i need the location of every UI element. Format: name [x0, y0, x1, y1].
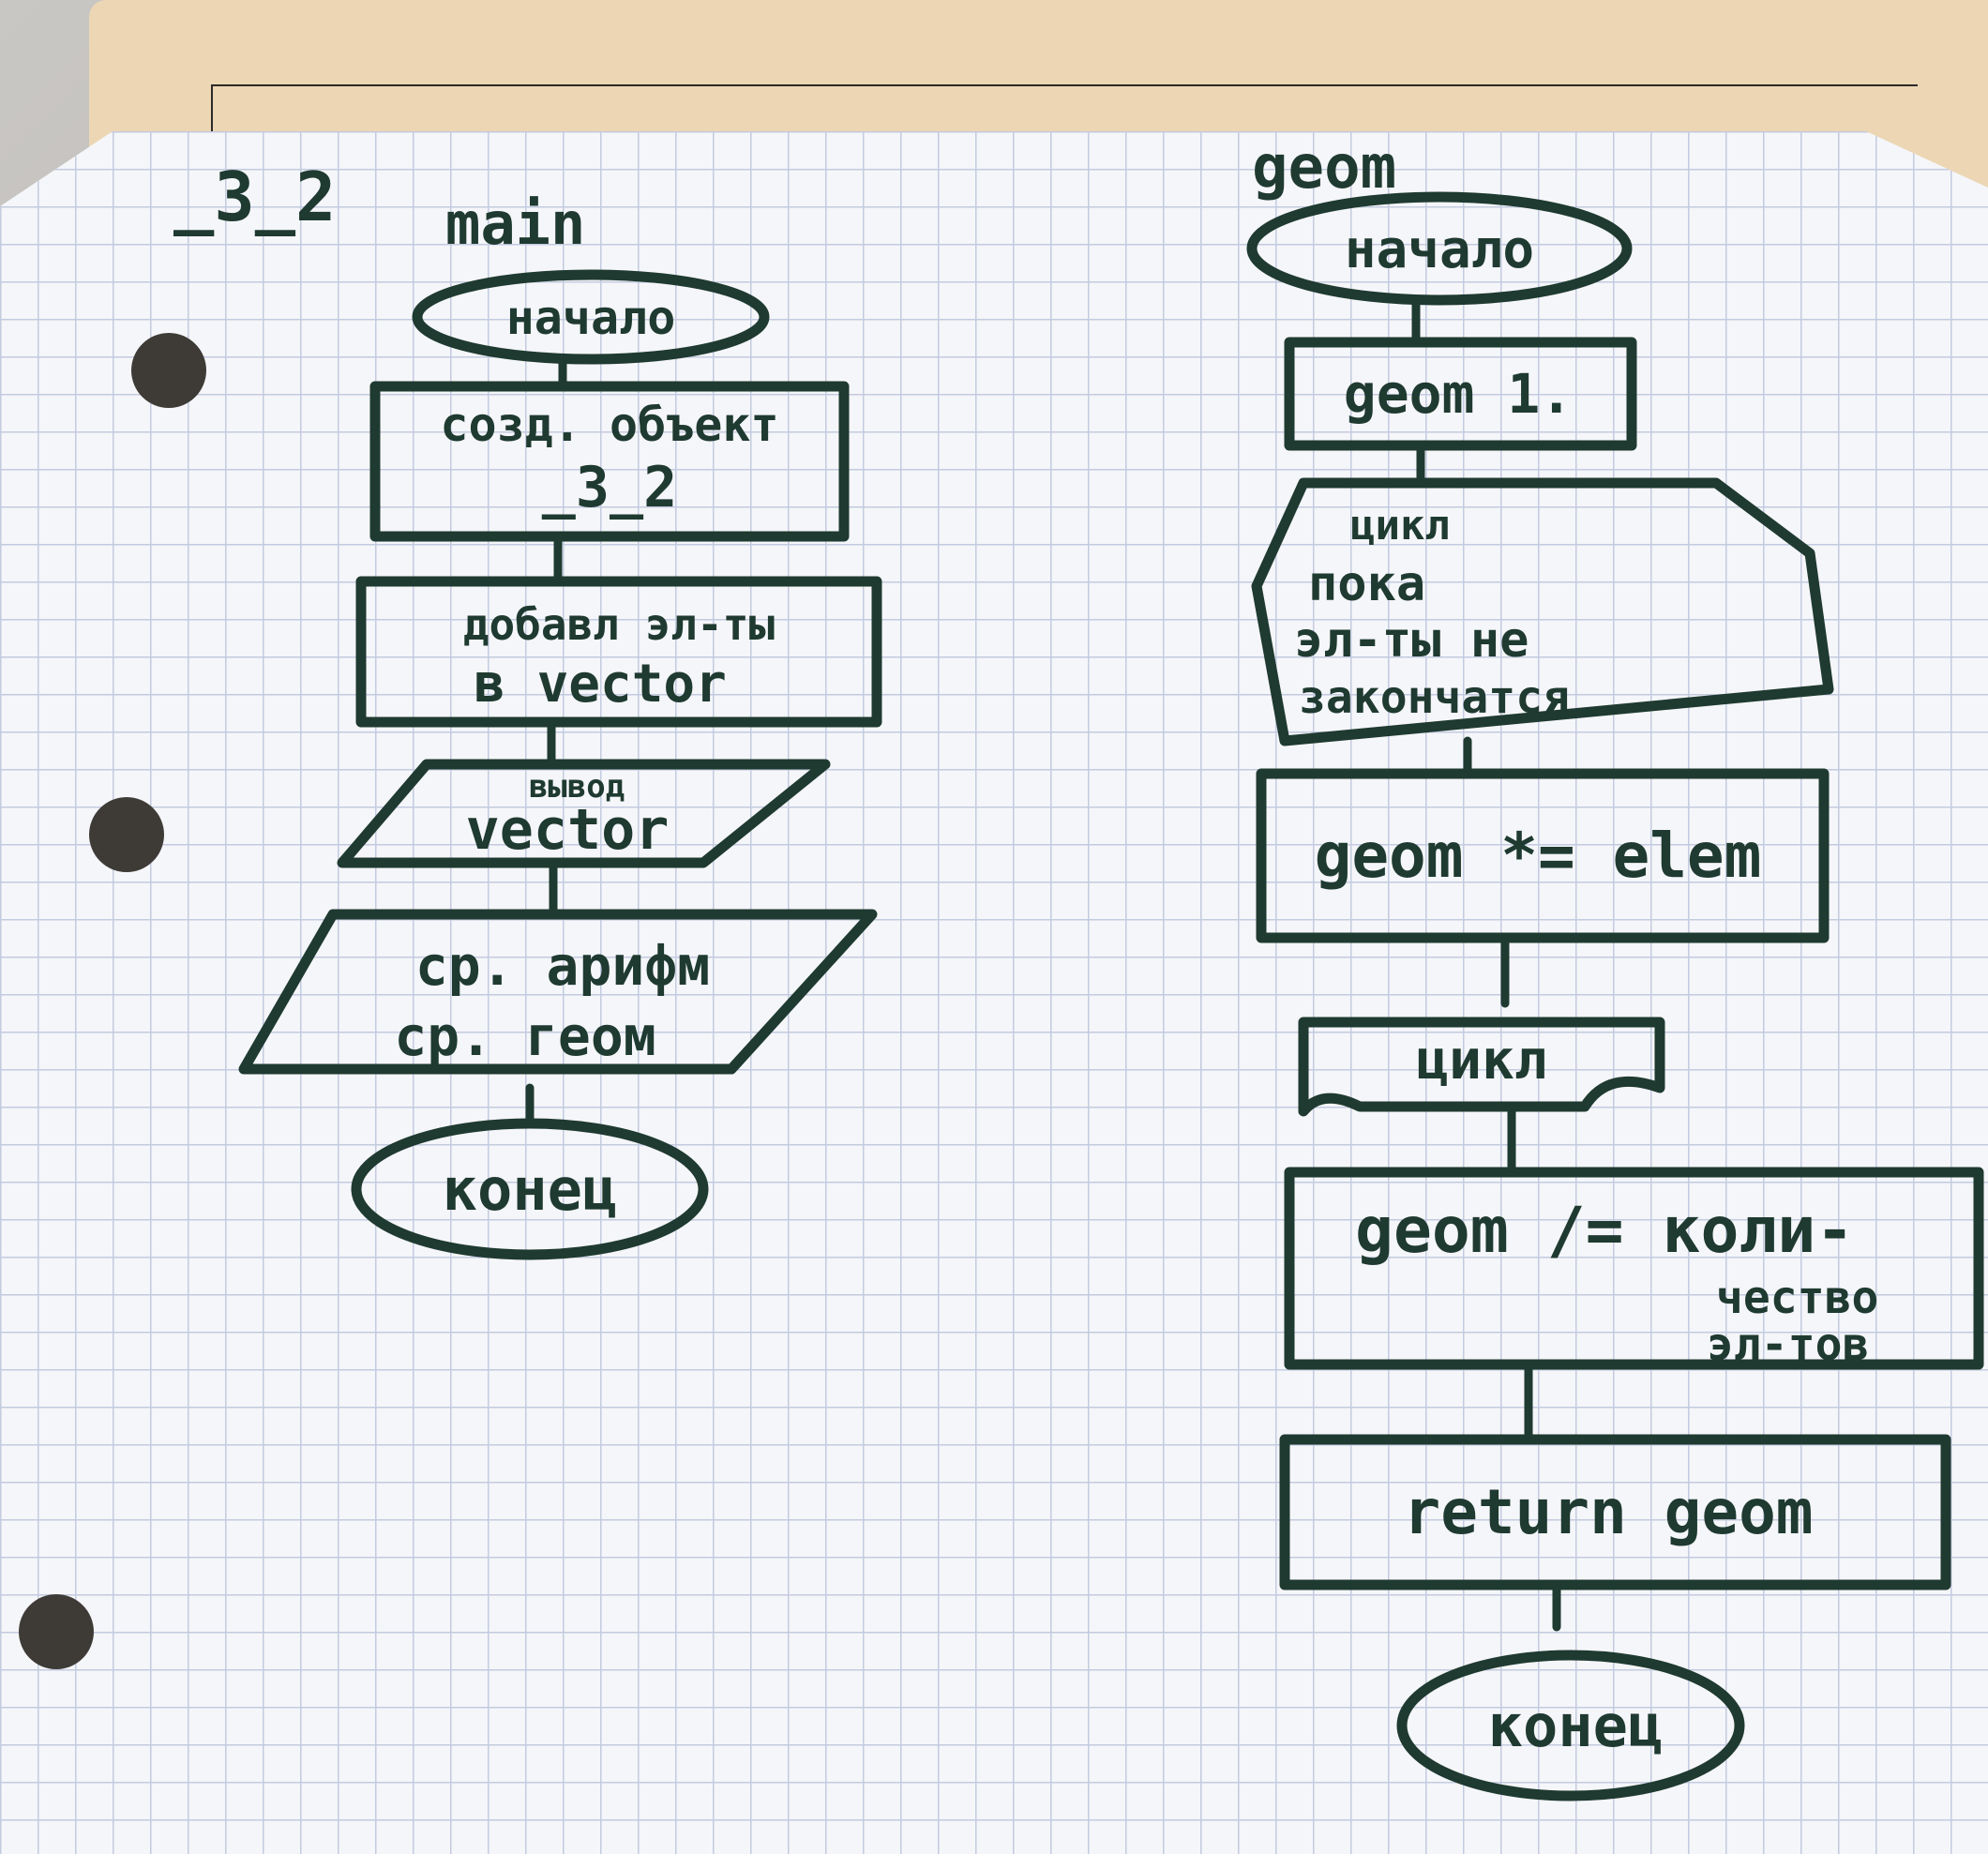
main-title: main — [445, 189, 585, 258]
main-add-line-2: в vector — [474, 654, 727, 715]
binder-hole-bottom — [19, 1594, 94, 1669]
main-output-vector-io — [337, 759, 831, 868]
geom-multiply-process — [1256, 768, 1830, 943]
geom-loop-start-line-3: эл-ты не — [1294, 612, 1529, 669]
geom-divide-process — [1284, 1167, 1984, 1370]
geom-loop-start-line-2: пока — [1308, 556, 1425, 612]
folder-frame-line-vertical — [211, 84, 213, 159]
geom-return-process — [1279, 1434, 1951, 1590]
geom-end-terminator — [1396, 1650, 1745, 1801]
binder-hole-middle — [89, 797, 164, 872]
geom-loop-start-line-1: цикл — [1350, 502, 1450, 550]
geom-return-label: return geom — [1403, 1476, 1813, 1548]
geom-divide-line-3: эл-тов — [1707, 1319, 1869, 1371]
grid-paper — [0, 131, 1988, 1854]
geom-init-process — [1284, 337, 1637, 451]
geom-title: geom — [1252, 133, 1396, 203]
main-output-means-line-2: ср. геом — [394, 1004, 655, 1068]
main-output-vector-line-2: vector — [466, 797, 670, 863]
geom-init-label: geom 1. — [1344, 362, 1573, 426]
geom-loop-end — [1298, 1017, 1665, 1117]
main-create-line-2: _3_2 — [542, 455, 678, 520]
geom-loop-start-line-4: закончатся — [1299, 671, 1570, 724]
main-output-means-io — [238, 909, 878, 1075]
binder-hole-top — [131, 333, 206, 408]
main-start-label: начало — [506, 291, 676, 345]
main-output-means-line-1: ср. арифм — [415, 934, 710, 998]
geom-end-label: конец — [1488, 1692, 1664, 1760]
main-create-line-1: созд. объект — [440, 398, 778, 452]
geom-loop-end-label: цикл — [1416, 1028, 1547, 1092]
geom-multiply-label: geom *= elem — [1315, 820, 1762, 892]
main-end-label: конец — [443, 1155, 618, 1224]
main-create-process — [369, 381, 850, 542]
page-title: _3_2 — [173, 158, 336, 236]
main-add-process — [355, 576, 882, 728]
folder-frame-line — [211, 84, 1918, 86]
geom-loop-start — [1251, 477, 1834, 746]
geom-start-terminator — [1246, 191, 1633, 306]
main-start-terminator — [412, 269, 770, 365]
main-end-terminator — [351, 1118, 709, 1260]
geom-start-label: начало — [1345, 219, 1534, 280]
main-output-vector-line-1: вывод — [529, 768, 625, 806]
geom-divide-line-1: geom /= коли- — [1355, 1194, 1854, 1268]
geom-divide-line-2: чество — [1716, 1272, 1878, 1324]
main-add-line-1: добавл эл-ты — [463, 599, 775, 650]
